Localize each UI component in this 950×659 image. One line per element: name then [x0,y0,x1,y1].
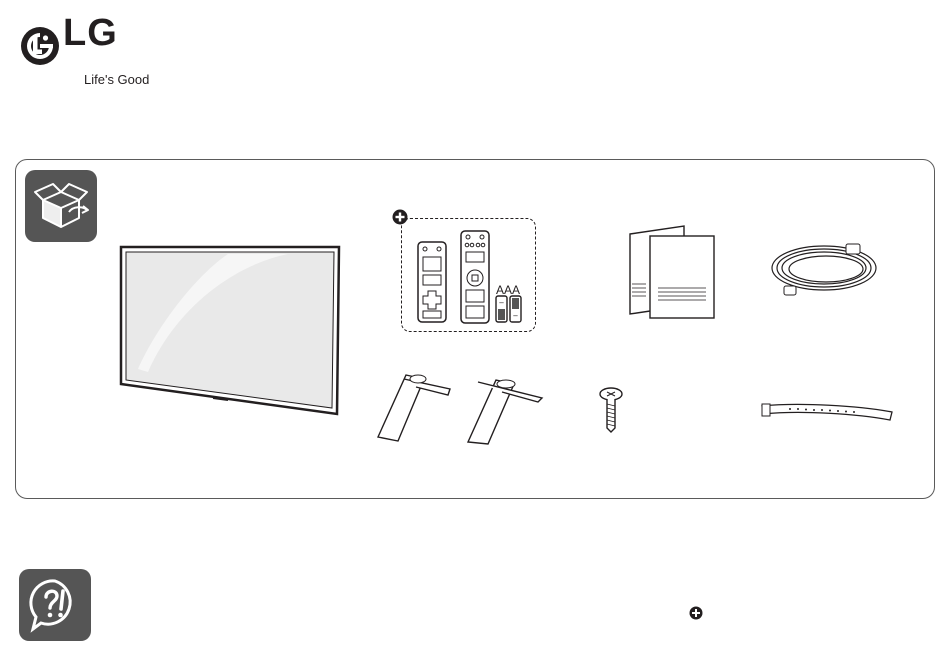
cable-tie [760,400,894,424]
question-exclamation-icon [19,569,91,641]
svg-text:−: − [499,299,505,307]
power-cord [766,236,888,302]
brand-slogan: Life's Good [84,72,149,87]
owners-manual [628,224,718,322]
stand-left [376,371,454,443]
lg-face-icon [20,18,60,72]
help-tile [19,569,91,641]
remote-control-basic [417,241,447,323]
brand-name: LG [63,12,118,55]
box-contents-tile [25,170,97,242]
batteries-aaa: − − [495,295,523,323]
stand-screw [598,386,626,434]
optional-plus-icon [689,606,703,620]
open-box-icon [25,170,97,242]
tv-set [118,244,342,416]
svg-text:−: − [513,312,519,320]
stand-right [466,376,546,446]
remote-control-magic [460,230,490,324]
